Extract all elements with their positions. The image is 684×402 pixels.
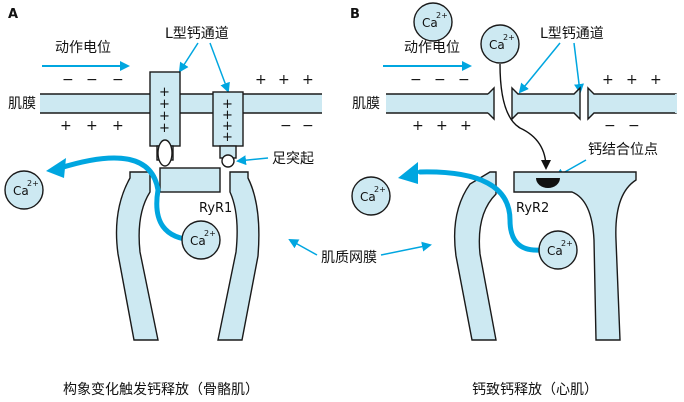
- panel-a-l-channel-2: + + + +: [212, 91, 244, 159]
- panel-b-charge-top-2: −: [434, 72, 446, 88]
- panel-b-membrane: [386, 86, 677, 121]
- panel-b-ca-ion-entering: Ca 2+: [480, 24, 520, 64]
- svg-text:2+: 2+: [374, 185, 386, 194]
- svg-text:2+: 2+: [561, 239, 573, 248]
- svg-text:2+: 2+: [204, 229, 216, 238]
- panel-b-l-channel-label: L型钙通道: [540, 26, 604, 42]
- svg-text:Ca: Ca: [190, 234, 206, 248]
- panel-a-ca-ion-lumen: Ca 2+: [181, 220, 221, 260]
- panel-b-charge-bottom-1: +: [412, 118, 424, 134]
- panel-a-foot-label: 足突起: [272, 151, 314, 167]
- panel-a-membrane-label: 肌膜: [8, 96, 36, 112]
- svg-text:Ca: Ca: [360, 190, 376, 204]
- panel-a-charge-bottom-4: −: [280, 118, 292, 134]
- panel-a-l-channel-label: L型钙通道: [165, 26, 229, 42]
- svg-text:Ca: Ca: [422, 16, 438, 30]
- panel-b-charge-bottom-4: −: [604, 118, 616, 134]
- sr-pointer-b: [380, 241, 432, 256]
- panel-a-sensor2-charge-2: +: [222, 108, 233, 123]
- panel-a-charge-top-2: −: [86, 72, 98, 88]
- panel-a-sr-right: [217, 171, 260, 341]
- panel-a-l-channel-1: + + + +: [149, 71, 181, 161]
- panel-b-charge-top-4: +: [602, 72, 614, 88]
- panel-b-charge-bottom-2: +: [436, 118, 448, 134]
- panel-a-charge-top-6: +: [302, 72, 314, 88]
- panel-a-charge-bottom-2: +: [86, 118, 98, 134]
- panel-b-charge-top-6: +: [650, 72, 662, 88]
- panel-a-sensor-charge-2: +: [159, 97, 170, 112]
- panel-a-foot-2: [221, 154, 235, 168]
- panel-b-l-channel-pointer-2: [573, 42, 584, 94]
- panel-b-caption: 钙致钙释放（心肌）: [472, 382, 598, 398]
- panel-a-release-arrowhead: [46, 158, 66, 178]
- panel-b-charge-top-1: −: [410, 72, 422, 88]
- panel-b-charge-top-3: −: [458, 72, 470, 88]
- panel-b-ryr2-label: RyR2: [516, 201, 549, 216]
- panel-b-sr-left: [453, 171, 497, 341]
- panel-b-charge-bottom-5: −: [628, 118, 640, 134]
- panel-a-charge-top-4: +: [255, 72, 267, 88]
- panel-a-charge-bottom-1: +: [60, 118, 72, 134]
- panel-a-sensor-charge-4: +: [159, 121, 170, 136]
- panel-a-sensor2-charge-4: +: [222, 130, 233, 145]
- svg-text:Ca: Ca: [489, 38, 505, 52]
- panel-a-ryr1-label: RyR1: [199, 201, 232, 216]
- panel-a-charge-bottom-3: +: [112, 118, 124, 134]
- panel-a-charge-top-5: +: [278, 72, 290, 88]
- panel-b-ca-ion-lumen: Ca 2+: [538, 230, 578, 270]
- panel-a-sensor2-charge-3: +: [222, 119, 233, 134]
- panel-b-membrane-label: 肌膜: [352, 96, 380, 112]
- svg-text:2+: 2+: [503, 33, 515, 42]
- panel-b-charge-top-5: +: [626, 72, 638, 88]
- svg-text:Ca: Ca: [547, 244, 563, 258]
- panel-a-sensor-charge-1: +: [159, 85, 170, 100]
- panel-b-ca-ion-extracellular: Ca 2+: [413, 2, 453, 42]
- panel-a: A 动作电位 L型钙通道 − − − + + + + + + − − 肌膜 + …: [4, 7, 322, 398]
- panel-a-sr-left: [115, 171, 159, 341]
- panel-a-letter: A: [8, 7, 18, 22]
- panel-a-release-path: [57, 155, 197, 243]
- svg-text:Ca: Ca: [13, 184, 29, 198]
- panel-b-entry-arrow: [499, 63, 551, 170]
- panel-a-foot-pointer: [236, 155, 269, 166]
- panel-a-l-channel-pointer-1: [178, 42, 199, 73]
- panel-a-caption: 构象变化触发钙释放（骨骼肌）: [63, 382, 259, 398]
- panel-a-l-channel-pointer-2: [209, 42, 230, 93]
- panel-b-release-arrowhead: [398, 162, 418, 184]
- panel-b-ca-ion-left: Ca 2+: [351, 176, 391, 216]
- panel-b: B Ca 2+ 动作电位 Ca 2+ L型钙通道 − − − + + + + +…: [350, 2, 677, 398]
- panel-b-letter: B: [350, 7, 360, 22]
- panel-a-sensor-charge-3: +: [159, 109, 170, 124]
- panel-b-binding-site-label: 钙结合位点: [588, 142, 658, 158]
- panel-a-ryr1: [159, 167, 221, 193]
- panel-a-membrane: [40, 94, 322, 113]
- sr-pointer-a: [288, 239, 318, 256]
- svg-text:2+: 2+: [27, 179, 39, 188]
- panel-a-ca-ion-left: Ca 2+: [4, 170, 44, 210]
- panel-a-charge-top-3: −: [112, 72, 124, 88]
- panel-b-charge-bottom-3: +: [460, 118, 472, 134]
- panel-a-charge-top-1: −: [62, 72, 74, 88]
- svg-text:2+: 2+: [436, 11, 448, 20]
- panel-b-action-potential-label: 动作电位: [404, 40, 460, 56]
- panel-a-action-potential-label: 动作电位: [55, 40, 111, 56]
- panel-a-sensor2-charge-1: +: [222, 97, 233, 112]
- panel-b-binding-site: [536, 178, 560, 188]
- panel-a-charge-bottom-5: −: [302, 118, 314, 134]
- panel-a-foot-1: [157, 139, 173, 167]
- panel-b-sr-right: [513, 171, 637, 341]
- panel-b-l-channel-pointer-1: [518, 42, 561, 94]
- panel-b-release-path: [417, 169, 543, 253]
- sr-label: 肌质网膜: [321, 250, 377, 266]
